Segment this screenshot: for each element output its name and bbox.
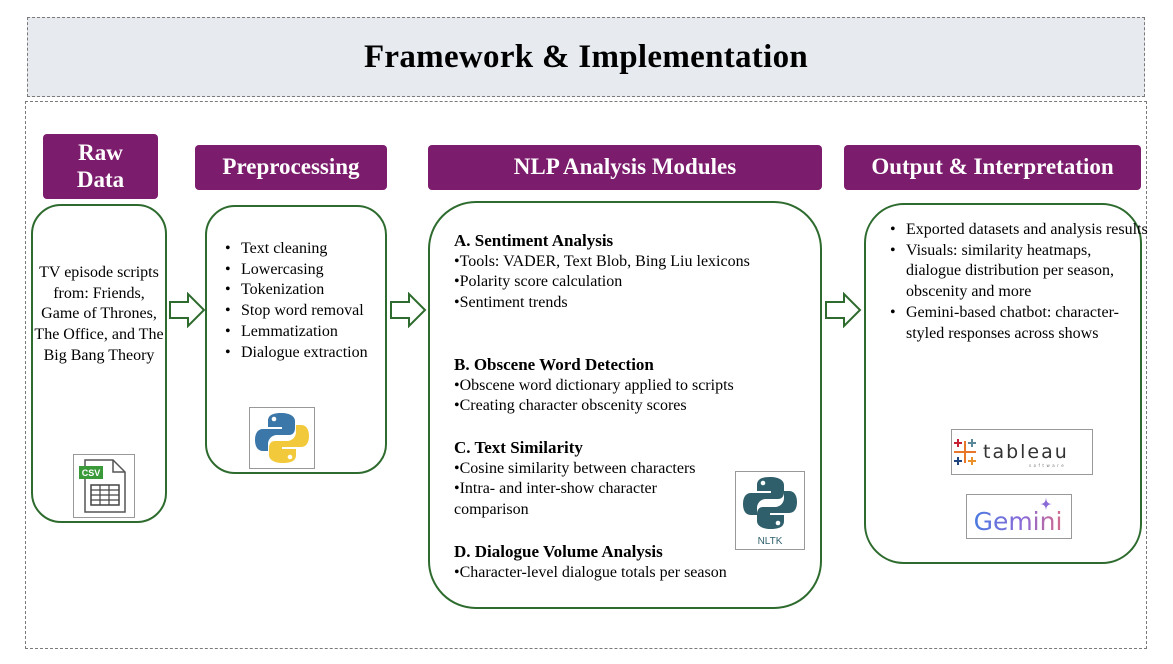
list-item: Dialogue extraction — [221, 343, 391, 364]
nlp-modules-box: A. Sentiment Analysis •Tools: VADER, Tex… — [428, 201, 822, 609]
module-sentiment: A. Sentiment Analysis •Tools: VADER, Tex… — [454, 231, 804, 314]
nlp-header-label: NLP Analysis Modules — [513, 154, 737, 180]
module-line: •Polarity score calculation — [454, 273, 623, 291]
module-heading: D. Dialogue Volume Analysis — [454, 542, 663, 561]
module-line: •Obscene word dictionary applied to scri… — [454, 376, 734, 394]
raw-data-header: Raw Data — [43, 134, 158, 199]
gemini-label: Gemini — [974, 507, 1063, 536]
tableau-sub-label: software — [1029, 463, 1066, 468]
preprocessing-header-label: Preprocessing — [222, 154, 360, 180]
list-item: Tokenization — [221, 280, 391, 301]
python-logo-icon — [249, 407, 315, 469]
nltk-label: NLTK — [758, 536, 783, 547]
module-line: •Creating character obscenity scores — [454, 397, 687, 415]
output-header: Output & Interpretation — [844, 145, 1141, 190]
module-heading: C. Text Similarity — [454, 438, 583, 457]
module-line: •Character-level dialogue totals per sea… — [454, 563, 727, 581]
module-obscene: B. Obscene Word Detection •Obscene word … — [454, 355, 804, 417]
output-header-label: Output & Interpretation — [871, 154, 1114, 180]
list-item: Text cleaning — [221, 239, 391, 260]
nlp-header: NLP Analysis Modules — [428, 145, 822, 190]
preprocessing-header: Preprocessing — [195, 145, 387, 190]
list-item: Lemmatization — [221, 322, 391, 343]
raw-data-header-label: Raw Data — [76, 140, 125, 192]
page-title: Framework & Implementation — [363, 38, 809, 75]
nltk-logo-icon: NLTK — [735, 471, 805, 550]
arrow-right-icon — [169, 292, 206, 328]
module-dialogue-volume: D. Dialogue Volume Analysis •Character-l… — [454, 542, 804, 583]
module-line: •Intra- and inter-show character compari… — [454, 480, 657, 519]
raw-data-text: TV episode scripts from: Friends, Game o… — [34, 264, 164, 364]
output-box: Exported datasets and analysis results V… — [864, 203, 1148, 564]
module-heading: B. Obscene Word Detection — [454, 355, 654, 374]
module-line: •Tools: VADER, Text Blob, Bing Liu lexic… — [454, 252, 750, 270]
list-item: Exported datasets and analysis results — [886, 220, 1148, 241]
diagram-frame — [25, 101, 1147, 649]
module-line: •Sentiment trends — [454, 294, 568, 312]
module-line: •Cosine similarity between characters — [454, 459, 696, 477]
raw-data-box: TV episode scripts from: Friends, Game o… — [31, 204, 167, 523]
tableau-logo-icon: tableau software — [951, 429, 1093, 475]
arrow-right-icon — [390, 292, 427, 328]
list-item: Lowercasing — [221, 260, 391, 281]
arrow-right-icon — [825, 292, 862, 328]
output-list: Exported datasets and analysis results V… — [886, 220, 1148, 344]
gemini-logo-icon: Gemini — [966, 494, 1072, 539]
preprocessing-list: Text cleaning Lowercasing Tokenization S… — [221, 239, 391, 363]
csv-file-icon: CSV — [73, 454, 135, 518]
list-item: Gemini-based chatbot: character-styled r… — [886, 303, 1148, 344]
list-item: Stop word removal — [221, 301, 391, 322]
list-item: Visuals: similarity heatmaps, dialogue d… — [886, 241, 1148, 303]
csv-icon-label: CSV — [82, 468, 101, 478]
module-heading: A. Sentiment Analysis — [454, 231, 614, 250]
preprocessing-box: Text cleaning Lowercasing Tokenization S… — [205, 205, 387, 474]
module-similarity: C. Text Similarity •Cosine similarity be… — [454, 438, 734, 521]
title-bar: Framework & Implementation — [27, 17, 1145, 97]
tableau-label: tableau — [983, 441, 1069, 463]
